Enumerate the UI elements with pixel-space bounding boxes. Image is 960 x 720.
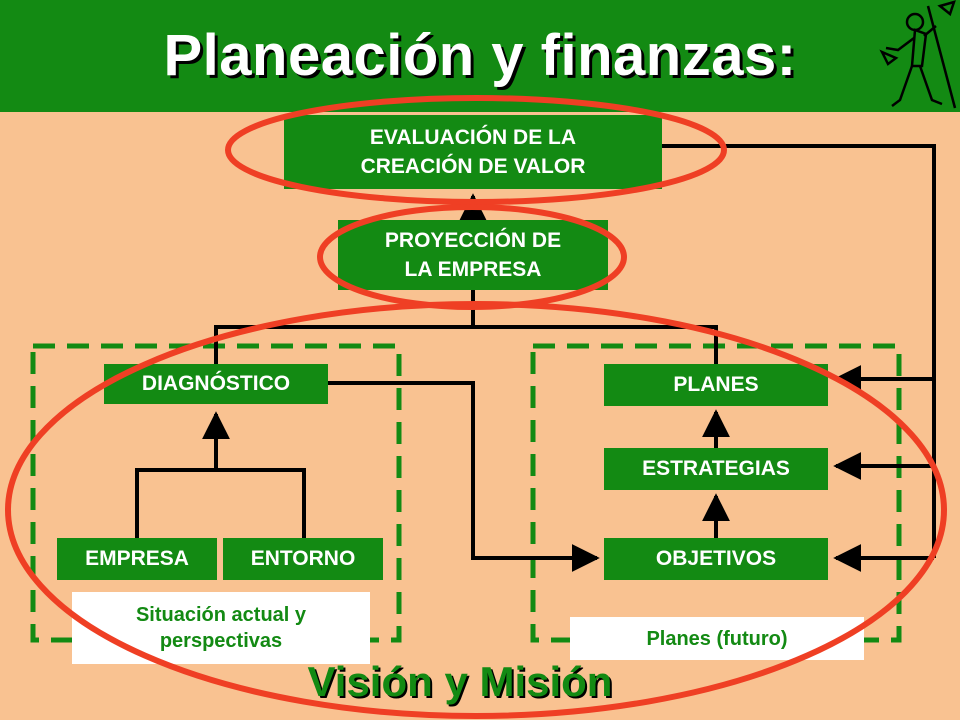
connector-feedback-loop bbox=[662, 144, 936, 558]
highlight-ellipse-evaluacion bbox=[225, 95, 727, 205]
connector-empresa-entorno bbox=[135, 468, 306, 540]
connector-diagnostico-objetivos bbox=[328, 381, 600, 572]
header-bar bbox=[0, 0, 960, 112]
node-proyeccion-line2: LA EMPRESA bbox=[404, 258, 542, 281]
highlight-ellipse-vision bbox=[5, 301, 947, 719]
node-empresa: EMPRESA bbox=[57, 538, 217, 580]
person-with-flag-icon bbox=[879, 0, 957, 109]
node-proyeccion: PROYECCIÓN DE LA EMPRESA bbox=[338, 220, 608, 290]
highlight-ellipse-proyeccion bbox=[317, 204, 627, 310]
group-label-situacion-line2: perspectivas bbox=[159, 630, 283, 652]
node-planes: PLANES bbox=[604, 364, 828, 406]
node-estrategias: ESTRATEGIAS bbox=[604, 448, 828, 490]
node-evaluacion-line1: EVALUACIÓN DE LA bbox=[369, 125, 577, 149]
node-evaluacion: EVALUACIÓN DE LA CREACIÓN DE VALOR bbox=[284, 115, 662, 189]
node-diagnostico: DIAGNÓSTICO bbox=[104, 364, 328, 404]
connector-branch-bar bbox=[214, 325, 718, 364]
vision-mision-title: Visión y Misión bbox=[307, 658, 613, 705]
node-proyeccion-line1: PROYECCIÓN DE bbox=[384, 228, 562, 252]
node-objetivos: OBJETIVOS bbox=[604, 538, 828, 580]
node-entorno: ENTORNO bbox=[223, 538, 383, 580]
slide-title: Planeación y finanzas: bbox=[163, 23, 797, 88]
group-label-situacion-line1: Situación actual y bbox=[135, 604, 307, 626]
group-label-situacion: Situación actual y perspectivas bbox=[72, 592, 370, 664]
node-evaluacion-line2: CREACIÓN DE VALOR bbox=[360, 155, 586, 178]
